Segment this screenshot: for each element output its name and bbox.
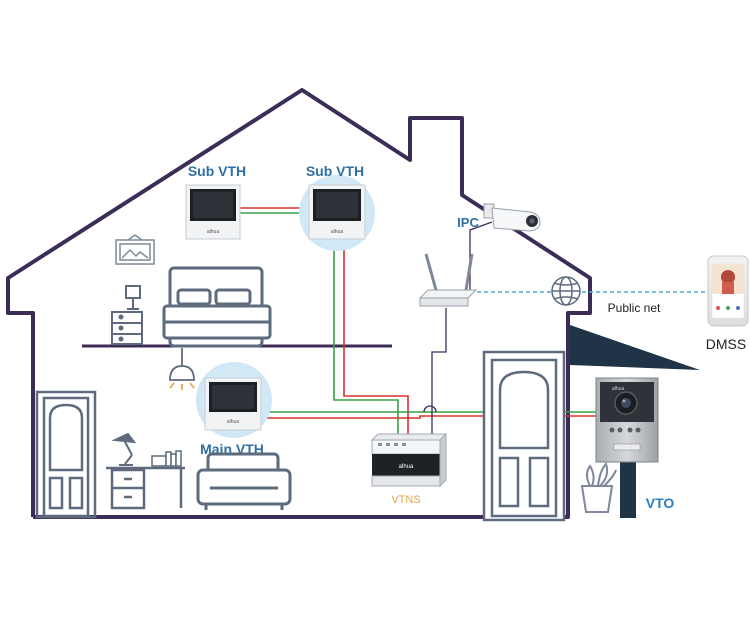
phone-icon xyxy=(707,255,749,327)
bed-icon xyxy=(162,266,272,348)
ceiling-lamp-icon xyxy=(169,348,195,390)
nightstand-icon xyxy=(111,311,143,345)
wire-crossing-arc xyxy=(423,405,437,413)
vto-label: VTO xyxy=(646,495,675,511)
picture-frame-icon xyxy=(115,234,155,265)
vtns-device: alhua xyxy=(370,432,448,488)
svg-text:alhua: alhua xyxy=(399,464,414,470)
main-vth-device: alhua xyxy=(204,377,262,431)
books-icon xyxy=(151,450,182,467)
globe-icon xyxy=(551,276,581,306)
camera-icon xyxy=(483,203,541,232)
vtns-label: VTNS xyxy=(391,494,420,506)
door-icon-right xyxy=(482,350,566,522)
svg-text:alhua: alhua xyxy=(331,229,343,235)
lamp-icon xyxy=(125,285,141,310)
dmss-label: DMSS xyxy=(706,336,746,352)
porch-post xyxy=(620,460,636,518)
door-icon-left xyxy=(35,390,97,519)
plant-icon xyxy=(580,462,617,513)
desk-icon xyxy=(106,466,185,510)
vto-device: alhua xyxy=(595,377,659,463)
desk-lamp-icon xyxy=(111,432,137,466)
sub-vth-left-label: Sub VTH xyxy=(188,163,246,179)
porch-awning xyxy=(570,325,700,370)
svg-text:alhua: alhua xyxy=(207,229,219,235)
wire-router-ipc xyxy=(469,221,493,292)
sub-vth-right-device: alhua xyxy=(308,184,366,240)
sub-vth-left-device: alhua xyxy=(185,184,241,240)
wire-router xyxy=(431,308,447,436)
sofa-icon xyxy=(196,452,292,510)
public-net-label: Public net xyxy=(608,301,661,315)
sub-vth-right-label: Sub VTH xyxy=(306,163,364,179)
svg-text:alhua: alhua xyxy=(227,419,239,425)
wire-red-down xyxy=(343,238,409,436)
router-icon xyxy=(419,253,478,307)
ipc-label: IPC xyxy=(457,215,479,230)
svg-text:alhua: alhua xyxy=(612,386,624,392)
house-outline xyxy=(6,88,592,519)
